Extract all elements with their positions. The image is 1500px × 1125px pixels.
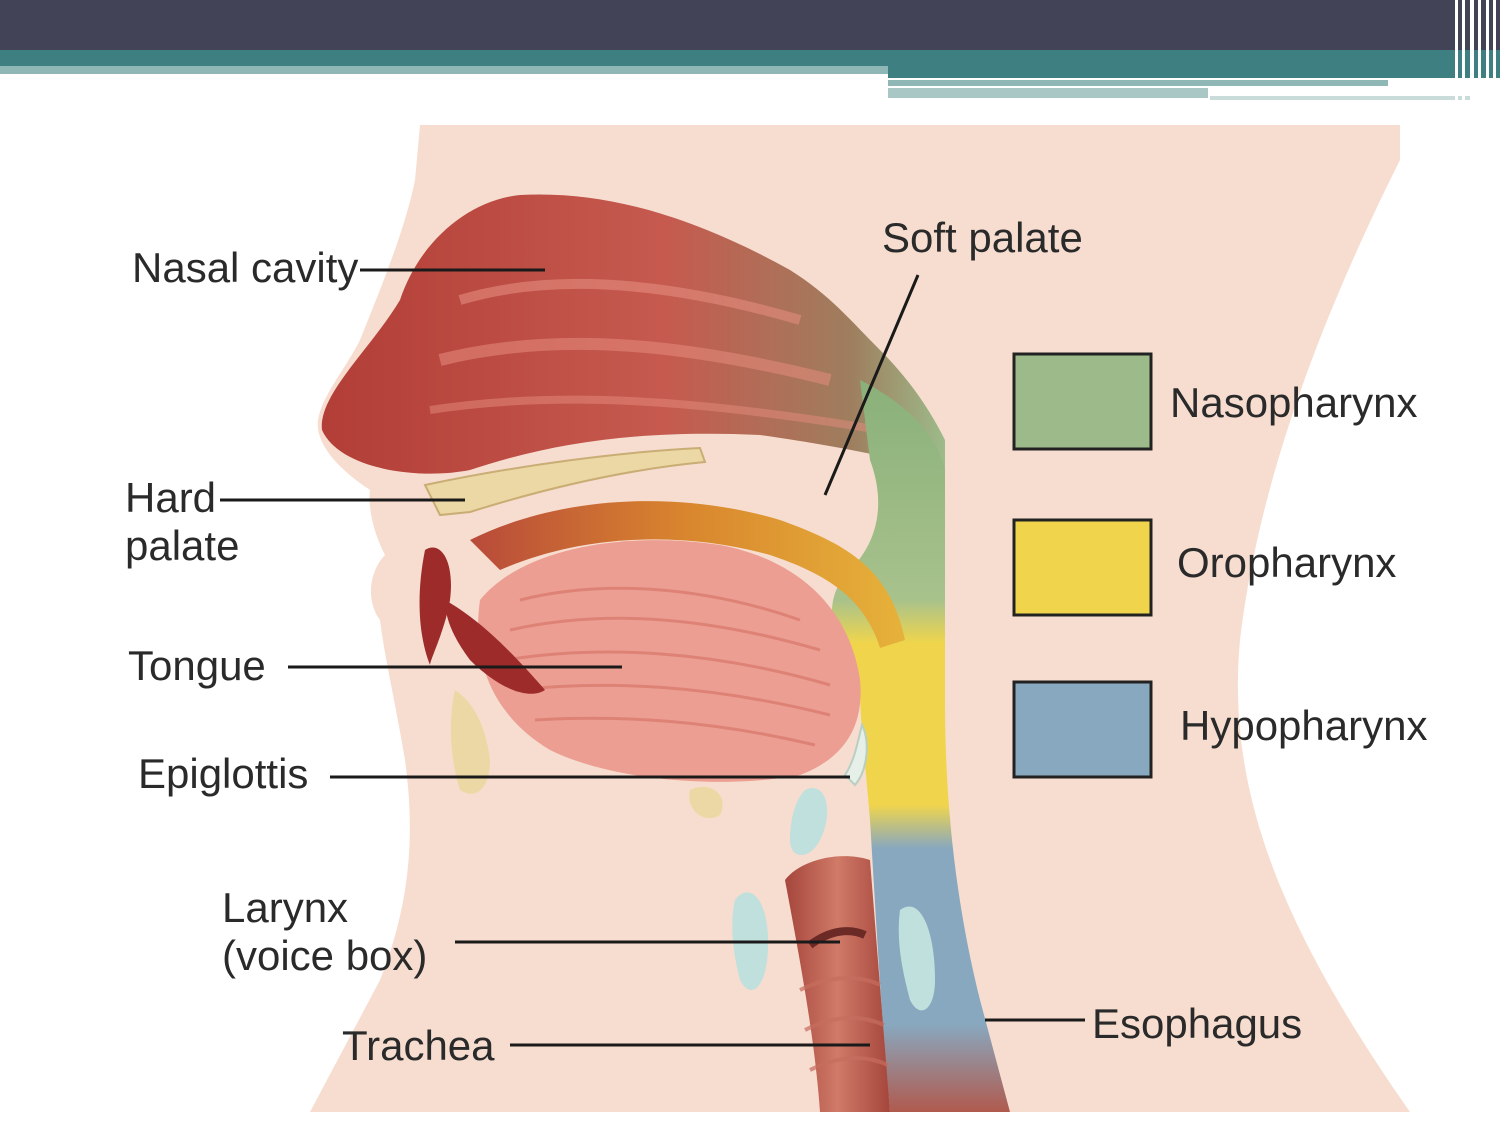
hard-palate-label-line1: Hard bbox=[125, 474, 216, 521]
soft-palate-shape bbox=[470, 501, 905, 648]
epiglottis-shape bbox=[843, 722, 868, 787]
jaw-bone bbox=[450, 690, 490, 794]
nasal-cavity-label: Nasal cavity bbox=[132, 244, 358, 291]
trachea-tube bbox=[785, 856, 890, 1112]
epiglottis-label: Epiglottis bbox=[138, 750, 308, 797]
soft-palate-label: Soft palate bbox=[882, 214, 1083, 261]
slide-header-bar bbox=[0, 0, 1500, 108]
arytenoid-cartilage bbox=[790, 788, 828, 855]
pharynx-column bbox=[831, 380, 1010, 1112]
hard-palate-bone bbox=[423, 446, 707, 517]
header-dark-band bbox=[0, 0, 1500, 50]
hard-palate-label-line2: palate bbox=[125, 522, 239, 569]
header-teal-right bbox=[888, 66, 1500, 78]
nasal-turbinate-1 bbox=[458, 278, 802, 325]
tongue-shape bbox=[478, 540, 861, 782]
cricoid-cartilage bbox=[898, 906, 935, 1011]
header-teal-accent bbox=[0, 66, 888, 74]
larynx-label-line1: Larynx bbox=[222, 884, 348, 931]
trachea-label: Trachea bbox=[342, 1022, 495, 1069]
legend: Nasopharynx Oropharynx Hypopharynx bbox=[1012, 352, 1427, 779]
legend-label-nasopharynx: Nasopharynx bbox=[1170, 379, 1417, 426]
tongue-muscle-fibers bbox=[504, 586, 831, 747]
trachea-rings bbox=[799, 976, 889, 1072]
legend-label-hypopharynx: Hypopharynx bbox=[1180, 702, 1427, 749]
tongue-label: Tongue bbox=[128, 642, 266, 689]
header-light-line-3 bbox=[1210, 96, 1470, 100]
header-corner-stripes bbox=[1455, 0, 1496, 108]
header-light-line bbox=[888, 80, 1388, 86]
legend-swatch-hypopharynx bbox=[1012, 680, 1153, 779]
header-light-line-2 bbox=[888, 88, 1208, 98]
larynx-label-line2: (voice box) bbox=[222, 932, 427, 979]
nasal-turbinate-2 bbox=[438, 337, 832, 386]
lower-lip-shape bbox=[445, 600, 545, 694]
hyoid-bone bbox=[689, 786, 723, 819]
legend-label-oropharynx: Oropharynx bbox=[1177, 539, 1396, 586]
esophagus-label: Esophagus bbox=[1092, 1000, 1302, 1047]
legend-swatch-nasopharynx bbox=[1012, 352, 1153, 451]
lip-shape bbox=[419, 547, 451, 665]
soft-palate-leader bbox=[823, 274, 920, 496]
nasal-turbinate-3 bbox=[429, 395, 881, 434]
header-teal-band bbox=[0, 50, 1500, 66]
legend-swatch-oropharynx bbox=[1012, 518, 1153, 617]
